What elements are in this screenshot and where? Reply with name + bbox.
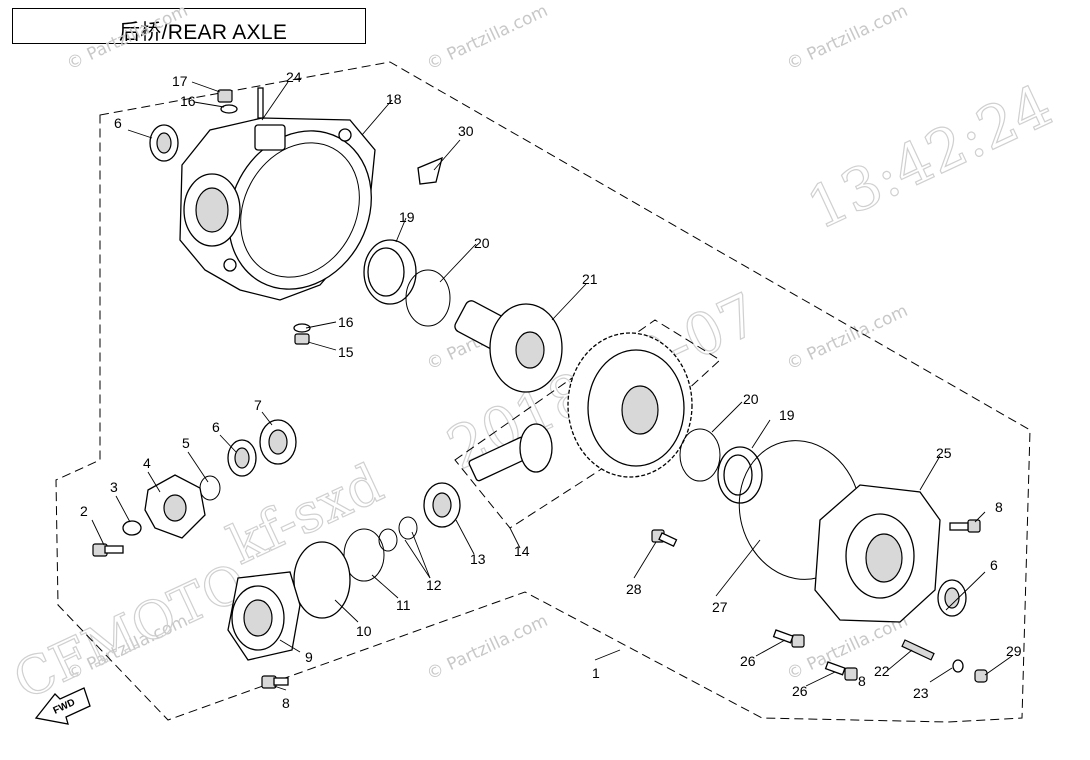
drain-plug <box>294 333 310 345</box>
forward-arrow <box>34 687 91 725</box>
snap-ring <box>398 516 418 540</box>
callout-label: 27 <box>712 599 728 615</box>
watermark-timestamp: 13:42:24 <box>797 71 1062 243</box>
callout-label: 19 <box>399 209 415 225</box>
callout-label: 23 <box>913 685 929 701</box>
stud <box>901 639 935 661</box>
nut <box>974 669 988 683</box>
watermark-brand: CFMOTO <box>5 552 256 712</box>
callout-label: 6 <box>212 419 220 435</box>
callout-labels: 1 2 3 4 5 6 6 6 7 8 8 8 9 10 11 12 12 13… <box>80 69 1022 711</box>
watermark-partzilla: © Partzilla.com <box>424 1 551 75</box>
diagram-title: 后桥/REAR AXLE <box>119 21 288 44</box>
callout-label: 11 <box>396 597 411 613</box>
callout-label: 14 <box>514 543 530 559</box>
callout-label: 1 <box>592 665 600 681</box>
callout-label: 6 <box>114 115 122 131</box>
watermark-partzilla: © Partzilla.com <box>784 1 911 75</box>
callout-label: 29 <box>1006 643 1022 659</box>
callout-label: 22 <box>874 663 890 679</box>
callout-label: 12 <box>426 577 442 593</box>
callout-label: 2 <box>80 503 88 519</box>
axle-housing <box>179 117 376 301</box>
label-tag <box>417 156 443 185</box>
callout-label: 16 <box>180 93 196 109</box>
leader-lines <box>91 81 1013 691</box>
callout-label: 5 <box>182 435 190 451</box>
watermark-partzilla: © Partzilla.com <box>784 301 911 375</box>
ring-gear <box>567 332 693 478</box>
callout-label: 9 <box>305 649 313 665</box>
o-ring <box>405 269 451 327</box>
callout-label: 20 <box>474 235 490 251</box>
filler-plug <box>217 89 233 103</box>
callout-label: 20 <box>743 391 759 407</box>
callout-label: 3 <box>110 479 118 495</box>
callout-label: 6 <box>990 557 998 573</box>
gasket <box>293 541 351 619</box>
callout-label: 8 <box>995 499 1003 515</box>
callout-label: 8 <box>858 673 866 689</box>
o-ring <box>679 428 721 482</box>
callout-label: 24 <box>286 69 302 85</box>
pinion-gear <box>468 423 553 482</box>
washer <box>220 104 238 114</box>
callout-label: 25 <box>936 445 952 461</box>
callout-label: 16 <box>338 314 354 330</box>
callout-label: 28 <box>626 581 642 597</box>
callout-label: 21 <box>582 271 598 287</box>
watermark-partzilla: © Partzilla.com <box>64 1 191 75</box>
assembly-outline <box>55 61 1031 723</box>
washer <box>952 659 964 673</box>
o-ring <box>199 475 221 501</box>
callout-label: 19 <box>779 407 795 423</box>
callout-label: 7 <box>254 397 262 413</box>
o-ring <box>343 528 385 582</box>
callout-label: 17 <box>172 73 188 89</box>
snap-ring <box>378 528 398 552</box>
callout-label: 10 <box>356 623 372 639</box>
callout-label: 26 <box>740 653 756 669</box>
callout-label: 13 <box>470 551 486 567</box>
washer <box>293 323 311 333</box>
bolt <box>967 519 981 533</box>
title-box: 后桥/REAR AXLE <box>12 8 366 44</box>
callout-label: 18 <box>386 91 402 107</box>
bolt <box>844 667 858 681</box>
callout-label: 30 <box>458 123 474 139</box>
pinion-housing <box>227 571 301 661</box>
bolt <box>791 634 805 648</box>
end-cover <box>814 484 941 623</box>
stud <box>257 87 264 119</box>
differential-hub <box>454 300 563 393</box>
callout-label: 8 <box>282 695 290 711</box>
callout-label: 26 <box>792 683 808 699</box>
washer <box>122 520 142 536</box>
callout-label: 4 <box>143 455 151 471</box>
callout-label: 15 <box>338 344 354 360</box>
